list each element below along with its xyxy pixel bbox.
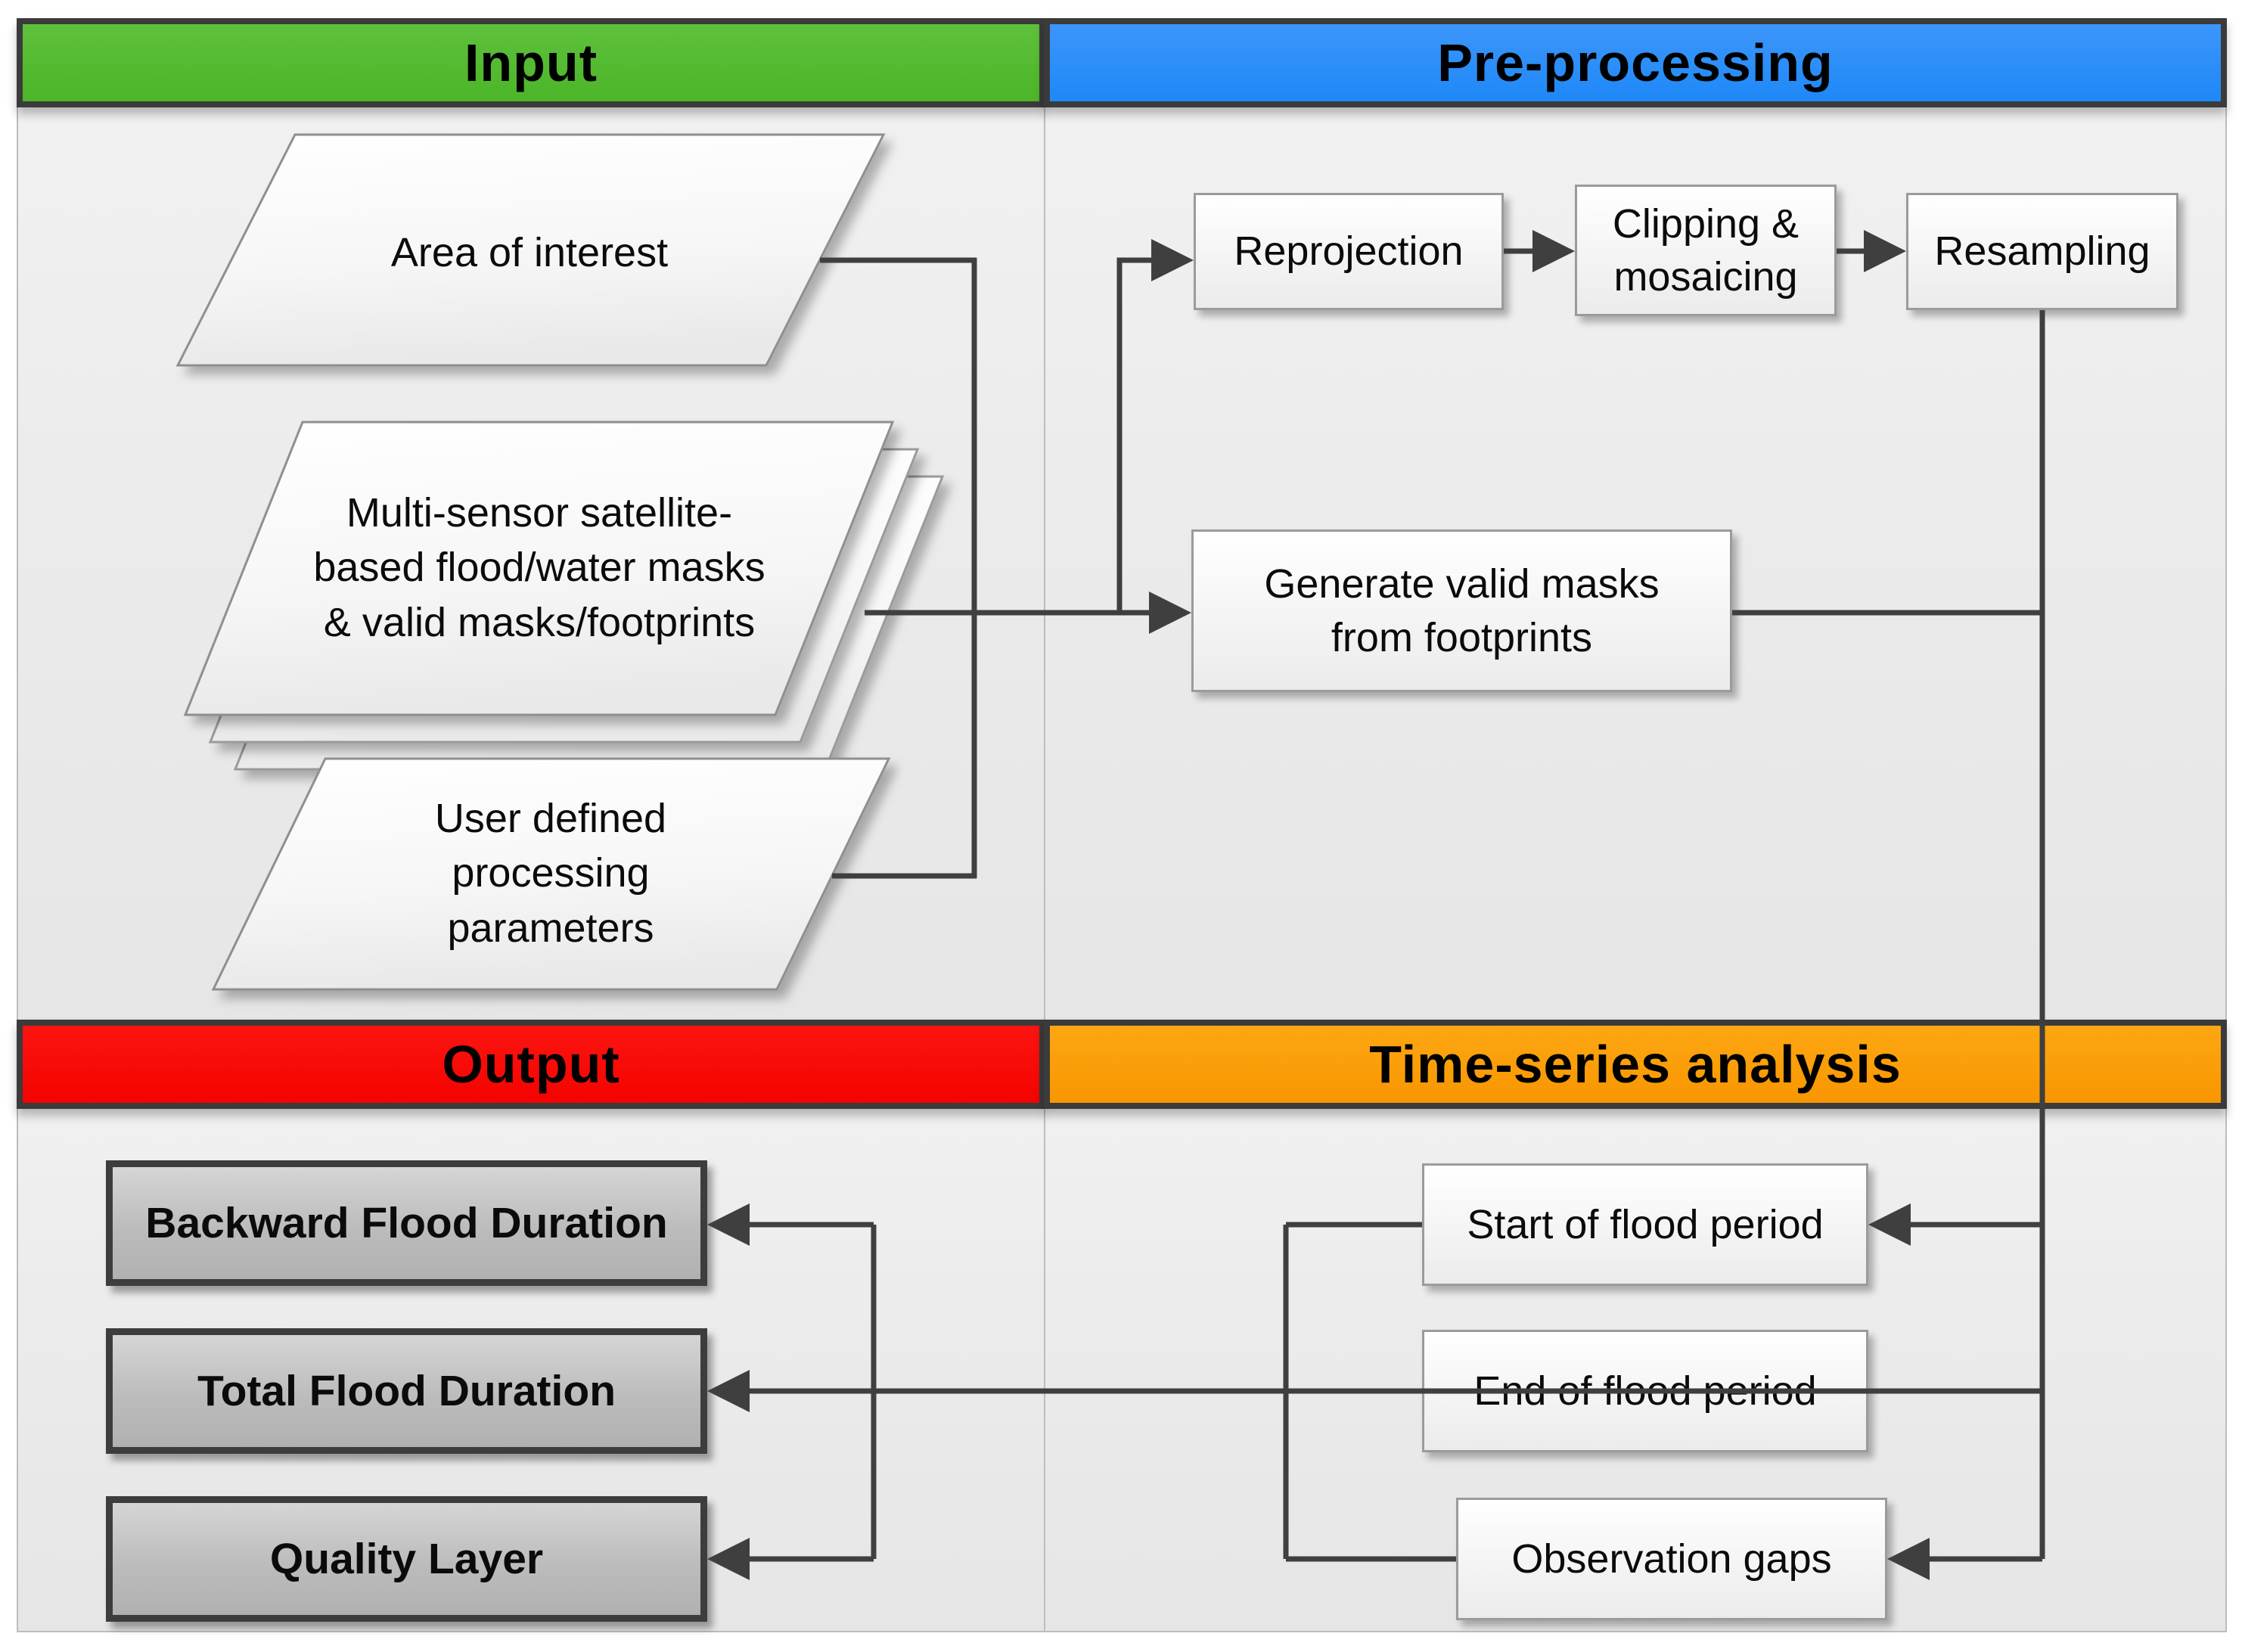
- start-flood-period-node: Start of flood period: [1422, 1163, 1868, 1286]
- multisensor-masks-label: Multi-sensor satellite- based flood/wate…: [313, 490, 765, 645]
- preprocessing-header-bar: Pre-processing: [1044, 18, 2227, 107]
- backward-flood-duration-node: Backward Flood Duration: [106, 1160, 707, 1286]
- timeseries-section-cell: [1044, 1021, 2227, 1632]
- quality-layer-node: Quality Layer: [106, 1496, 707, 1622]
- preprocessing-section-cell: [1044, 18, 2227, 1023]
- output-header-label: Output: [442, 1035, 620, 1094]
- input-header-bar: Input: [17, 18, 1045, 107]
- reprojection-node: Reprojection: [1194, 193, 1504, 310]
- timeseries-header-bar: Time-series analysis: [1044, 1020, 2227, 1109]
- total-flood-duration-node: Total Flood Duration: [106, 1328, 707, 1454]
- observation-gaps-node: Observation gaps: [1456, 1498, 1887, 1620]
- output-header-bar: Output: [17, 1020, 1045, 1109]
- clipping-mosaicing-node: Clipping & mosaicing: [1575, 185, 1837, 316]
- generate-valid-masks-node: Generate valid masks from footprints: [1191, 529, 1732, 692]
- input-header-label: Input: [464, 33, 598, 92]
- end-flood-period-node: End of flood period: [1422, 1330, 1868, 1452]
- preprocessing-header-label: Pre-processing: [1437, 33, 1834, 92]
- area-of-interest-label: Area of interest: [390, 230, 669, 275]
- timeseries-header-label: Time-series analysis: [1369, 1035, 1902, 1094]
- resampling-node: Resampling: [1906, 193, 2178, 310]
- user-parameters-label: User defined processing parameters: [434, 796, 667, 951]
